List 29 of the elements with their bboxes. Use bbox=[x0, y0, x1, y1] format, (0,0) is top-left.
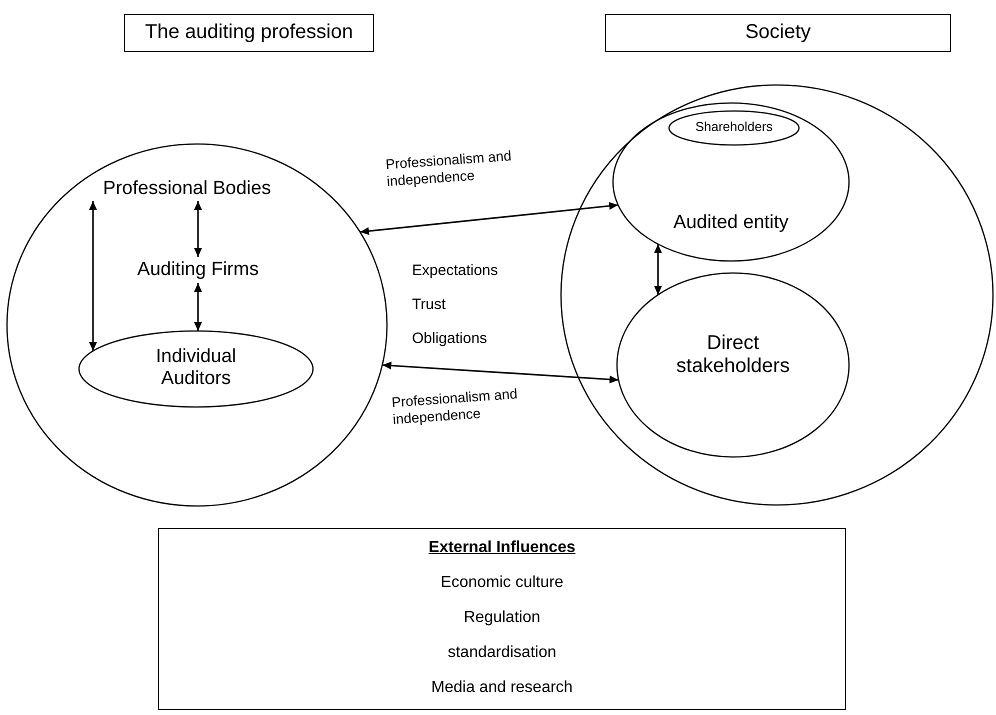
note-text: Trust bbox=[412, 296, 446, 313]
double-arrow bbox=[654, 244, 662, 295]
ellipse-node bbox=[612, 102, 850, 262]
ellipse-node bbox=[668, 110, 800, 146]
node-label: Individual Auditors bbox=[154, 346, 238, 390]
list-text: standardisation bbox=[446, 644, 558, 662]
double-arrow bbox=[382, 362, 619, 384]
circle-group bbox=[6, 143, 388, 507]
list-text: Economic culture bbox=[440, 574, 564, 592]
node-text: Auditing Firms bbox=[115, 257, 281, 283]
double-arrow bbox=[194, 201, 202, 257]
double-arrow bbox=[360, 202, 618, 236]
heading-text: External Influences bbox=[428, 539, 576, 557]
circle-group bbox=[560, 84, 994, 506]
node-label: Audited entity bbox=[672, 212, 790, 234]
list-text: Media and research bbox=[430, 679, 574, 697]
note-text: Obligations bbox=[412, 330, 488, 347]
list-text: Regulation bbox=[462, 609, 542, 627]
text-box bbox=[158, 528, 846, 710]
heading-box: Society bbox=[605, 14, 951, 52]
note-text: Expectations bbox=[412, 262, 498, 279]
ellipse-node bbox=[616, 272, 850, 458]
node-text: Professional Bodies bbox=[88, 177, 286, 201]
ellipse-node bbox=[78, 330, 314, 408]
node-label: Shareholders bbox=[694, 120, 774, 135]
node-label: Direct stakeholders bbox=[675, 332, 791, 378]
heading-box: The auditing profession bbox=[124, 14, 374, 52]
double-arrow bbox=[194, 283, 202, 331]
double-arrow bbox=[89, 201, 97, 351]
